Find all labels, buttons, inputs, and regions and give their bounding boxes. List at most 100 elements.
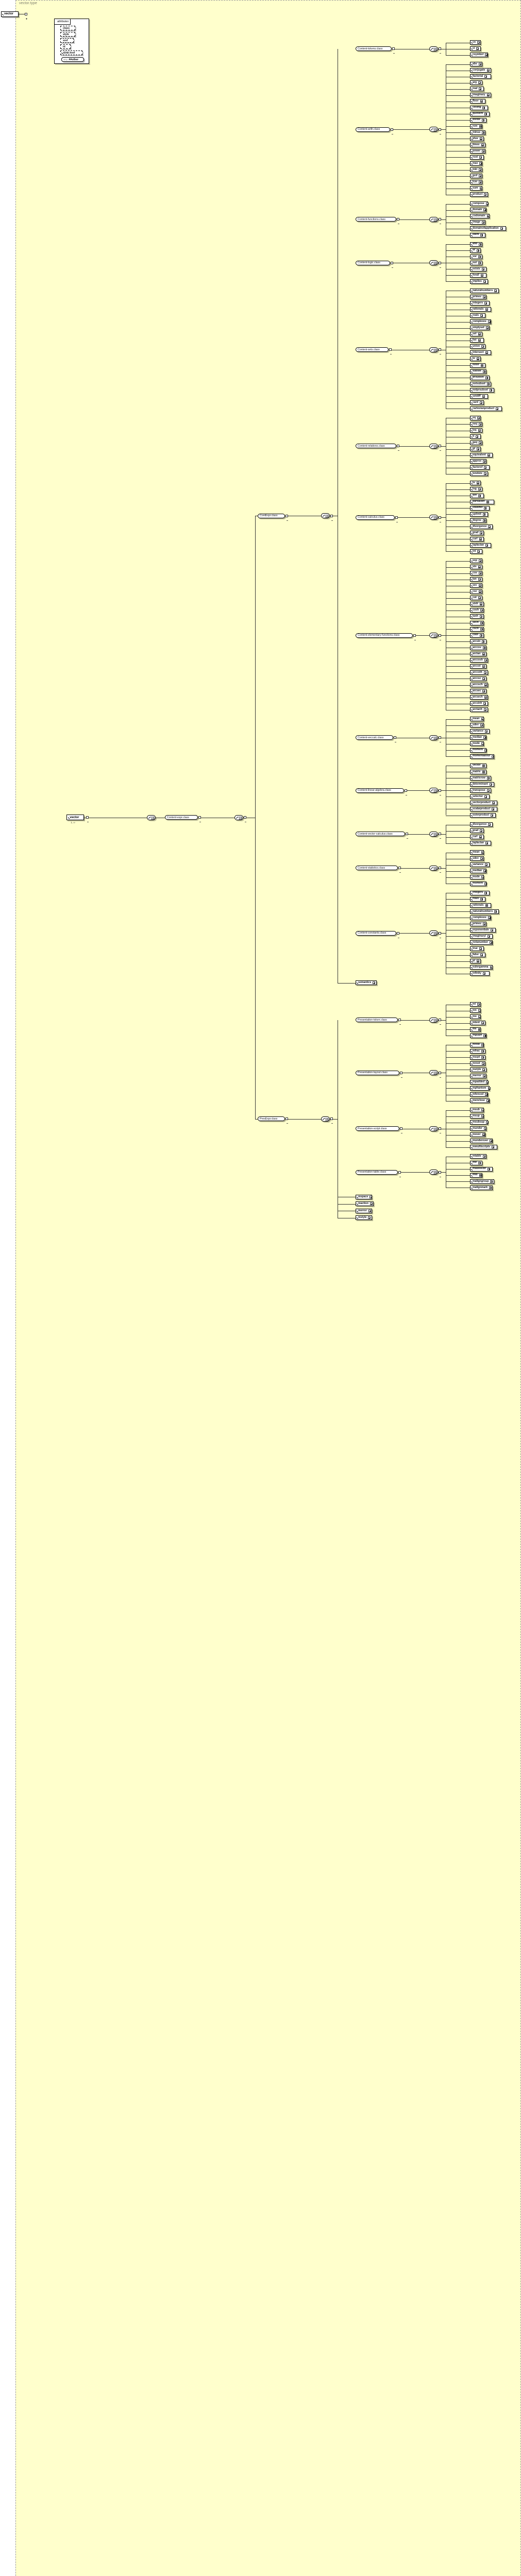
element-mlabeledtr[interactable]: mlabeledtr <box>470 1167 493 1172</box>
group-Presentation-token.class[interactable]: Presentation-token.class <box>356 1018 398 1022</box>
element-ceiling[interactable]: ceiling <box>470 106 488 110</box>
collapse-Content-statistics.class[interactable] <box>439 867 441 869</box>
element-mover[interactable]: mover <box>470 1132 485 1137</box>
expand-icon[interactable] <box>481 742 484 745</box>
collapse-Presentation-token.class[interactable] <box>439 1019 441 1021</box>
choice-Content-logic.class[interactable] <box>429 260 438 265</box>
expand-icon[interactable] <box>486 1121 489 1124</box>
element-divide[interactable]: divide <box>470 118 486 123</box>
expand-content-expr-class[interactable] <box>198 816 201 819</box>
element-mn[interactable]: mn <box>470 1008 481 1013</box>
collapse-PresExpr[interactable] <box>330 1117 333 1120</box>
element-primes[interactable]: primes <box>470 922 486 926</box>
element-msup[interactable]: msup <box>470 1114 484 1118</box>
expand-icon[interactable] <box>484 684 487 686</box>
expand-icon[interactable] <box>368 1210 371 1212</box>
element-merror[interactable]: merror <box>356 1209 372 1213</box>
element-arccsc[interactable]: arccsc <box>470 676 486 681</box>
expand-icon[interactable] <box>477 417 480 419</box>
expand-icon[interactable] <box>488 1087 491 1090</box>
expand-icon[interactable] <box>488 1168 490 1171</box>
expand-icon[interactable] <box>482 1133 485 1136</box>
element-notin[interactable]: notin <box>470 363 485 368</box>
group-Content-relations.class[interactable]: Content-relations.class <box>356 444 396 448</box>
collapse-class[interactable] <box>244 816 246 819</box>
element-mglyph[interactable]: mglyph <box>470 1033 486 1038</box>
element-scalarproduct[interactable]: scalarproduct <box>470 807 497 811</box>
expand-icon[interactable] <box>483 972 485 975</box>
element-list[interactable]: list <box>470 338 484 343</box>
expand-icon[interactable] <box>480 829 482 832</box>
element-conjugate[interactable]: conjugate <box>470 68 491 73</box>
expand-Content-vector-calculus.class[interactable] <box>406 833 408 835</box>
element-ident[interactable]: ident <box>470 233 485 238</box>
collapse-Presentation-layout.class[interactable] <box>439 1072 441 1074</box>
choice-Presentation-token.class[interactable] <box>429 1018 438 1023</box>
expand-icon[interactable] <box>478 262 481 264</box>
collapse-Content-logic.class[interactable] <box>439 262 441 264</box>
expand-icon[interactable] <box>492 755 494 758</box>
element-imaginary[interactable]: imaginary <box>470 93 491 97</box>
expand-icon[interactable] <box>482 150 484 152</box>
element-min[interactable]: min <box>470 167 482 172</box>
expand-icon[interactable] <box>483 513 485 516</box>
element-divergence[interactable]: divergence <box>470 524 493 529</box>
expand-schema-root[interactable] <box>25 13 27 15</box>
expand-icon[interactable] <box>483 1155 485 1158</box>
element-sdev[interactable]: sdev <box>470 723 484 727</box>
expand-icon[interactable] <box>481 876 484 878</box>
expand-icon[interactable] <box>485 842 488 844</box>
choice-Content-veccalc.class[interactable] <box>429 735 438 740</box>
expand-icon[interactable] <box>484 795 487 798</box>
expand-icon[interactable] <box>481 1050 484 1053</box>
element-sum[interactable]: sum <box>470 186 482 191</box>
element-notprsubset[interactable]: notprsubset <box>470 388 494 393</box>
element-compose[interactable]: compose <box>470 201 488 206</box>
choice-Content-relations.class[interactable] <box>429 444 438 449</box>
element-factorof[interactable]: factorof <box>470 465 490 470</box>
element-mo[interactable]: mo <box>470 1014 481 1019</box>
element-arg[interactable]: arg <box>470 80 482 85</box>
element-max[interactable]: max <box>470 161 482 166</box>
collapse-Content-calculus.class[interactable] <box>439 516 441 519</box>
group-Content-linear-algebra.class[interactable]: Content-linear-algebra.class <box>356 788 404 793</box>
element-divergence[interactable]: divergence <box>470 822 493 827</box>
expand-icon[interactable] <box>478 1028 481 1031</box>
attribute-id[interactable]: id <box>60 44 71 49</box>
expand-Content-veccalc.class[interactable] <box>394 736 396 739</box>
expand-icon[interactable] <box>483 736 486 739</box>
expand-icon[interactable] <box>481 345 484 348</box>
element-eq[interactable]: eq <box>470 416 481 420</box>
element-cartesianproduct[interactable]: cartesianproduct <box>470 406 502 411</box>
expand-icon[interactable] <box>368 1216 371 1219</box>
element-ci[interactable]: ci <box>470 46 481 51</box>
element-csymbol[interactable]: csymbol <box>470 53 488 57</box>
element-mrow[interactable]: mrow <box>470 1043 484 1047</box>
expand-icon[interactable] <box>481 274 483 277</box>
element-rem[interactable]: rem <box>470 124 482 129</box>
choice-Presentation-script.class[interactable] <box>429 1126 438 1131</box>
element-determinant[interactable]: determinant <box>470 782 494 787</box>
collapse-Content-constants.class[interactable] <box>439 932 441 935</box>
element-sin[interactable]: sin <box>470 565 482 569</box>
element-msub[interactable]: msub <box>470 1108 484 1112</box>
attribute-xlink-href[interactable]: xlink:href <box>60 50 82 55</box>
element-merror[interactable]: merror <box>470 1074 486 1078</box>
choice-Content-statistics.class[interactable] <box>429 866 438 871</box>
expand-icon[interactable] <box>484 749 487 752</box>
element-outerproduct[interactable]: outerproduct <box>470 813 496 818</box>
expand-icon[interactable] <box>484 75 487 78</box>
element-partialdiff[interactable]: partialdiff <box>470 500 494 504</box>
element-mode[interactable]: mode <box>470 875 484 879</box>
expand-icon[interactable] <box>480 100 483 103</box>
element-rationals[interactable]: rationals <box>470 903 491 908</box>
element-degree[interactable]: degree <box>470 518 486 523</box>
expand-icon[interactable] <box>485 308 488 311</box>
expand-icon[interactable] <box>490 941 492 944</box>
expand-icon[interactable] <box>478 429 481 432</box>
expand-icon[interactable] <box>484 883 487 885</box>
element-matrixrow[interactable]: matrixrow <box>470 776 491 781</box>
element-munder[interactable]: munder <box>470 1126 486 1131</box>
expand-icon[interactable] <box>477 1003 480 1006</box>
expand-icon[interactable] <box>480 609 483 612</box>
